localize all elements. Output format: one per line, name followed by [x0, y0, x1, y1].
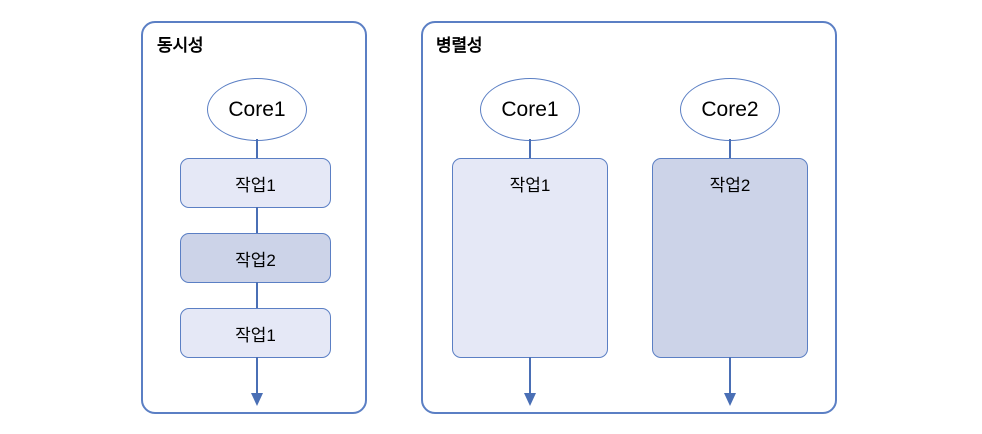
- arrow-parallelism-output-1: [524, 357, 536, 407]
- connector-core1-to-task1-parallelism: [529, 139, 531, 159]
- connector-core-to-task1-concurrency: [256, 139, 258, 159]
- arrow-shaft: [256, 357, 258, 395]
- connector-core2-to-task2-parallelism: [729, 139, 731, 159]
- core-ellipse-core2-parallelism: Core2: [680, 78, 780, 141]
- arrow-shaft: [529, 357, 531, 395]
- arrow-parallelism-output-2: [724, 357, 736, 407]
- task-box-concurrency-2: 작업2: [180, 233, 331, 283]
- task-label: 작업1: [235, 325, 276, 345]
- task-box-parallelism-2: 작업2: [652, 158, 808, 358]
- arrow-shaft: [729, 357, 731, 395]
- task-box-concurrency-3: 작업1: [180, 308, 331, 358]
- arrow-head: [251, 393, 263, 406]
- arrow-head: [524, 393, 536, 406]
- core-ellipse-core1-concurrency: Core1: [207, 78, 307, 141]
- arrow-concurrency-output: [251, 357, 263, 407]
- task-label: 작업1: [235, 175, 276, 195]
- task-box-concurrency-1: 작업1: [180, 158, 331, 208]
- panel-parallelism-title: 병렬성: [436, 36, 483, 55]
- task-box-parallelism-1: 작업1: [452, 158, 608, 358]
- task-label: 작업2: [709, 176, 751, 195]
- core-ellipse-core1-parallelism: Core1: [480, 78, 580, 141]
- task-label: 작업2: [235, 250, 276, 270]
- connector-task2-to-task3-concurrency: [256, 282, 258, 309]
- connector-task1-to-task2-concurrency: [256, 207, 258, 234]
- arrow-head: [724, 393, 736, 406]
- task-label: 작업1: [509, 176, 551, 195]
- panel-concurrency-title: 동시성: [157, 36, 204, 55]
